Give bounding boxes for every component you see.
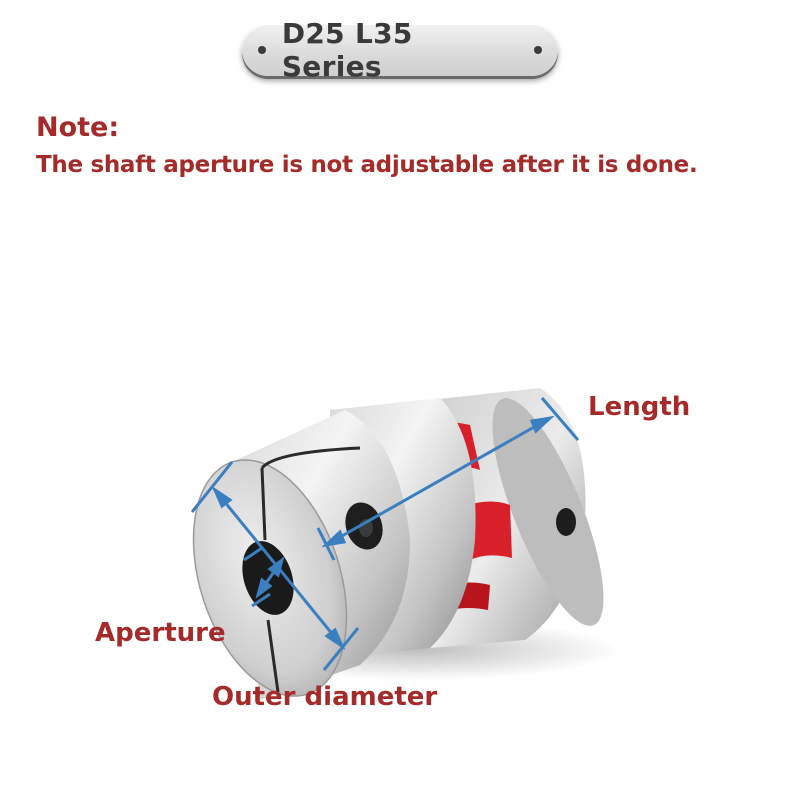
- length-label: Length: [588, 392, 691, 422]
- rear-set-screw-hole: [556, 508, 576, 536]
- bullet-dot-left: [258, 46, 266, 54]
- note-text: The shaft aperture is not adjustable aft…: [36, 152, 698, 178]
- note-label: Note:: [36, 112, 120, 143]
- aperture-label: Aperture: [95, 618, 226, 648]
- clamp-slit: [260, 446, 361, 470]
- length-dimension-line: [316, 397, 580, 561]
- aperture-line: [243, 546, 285, 608]
- outer-diameter-label: Outer diameter: [212, 682, 438, 712]
- series-title-badge: D25 L35 Series: [242, 17, 558, 83]
- series-title: D25 L35 Series: [281, 17, 413, 83]
- bullet-dot-right: [534, 46, 542, 54]
